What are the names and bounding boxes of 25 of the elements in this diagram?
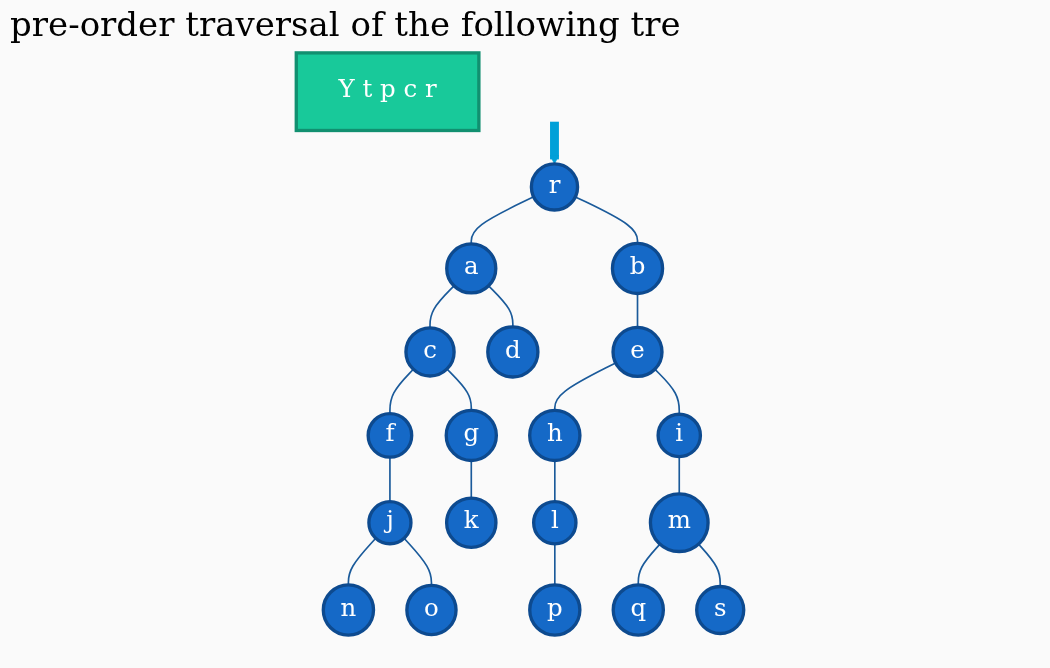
node-circle: n bbox=[321, 583, 376, 637]
connector bbox=[347, 537, 377, 586]
node-circle: j bbox=[367, 500, 413, 546]
node-box: Y t p c r bbox=[294, 51, 481, 133]
connector bbox=[553, 543, 556, 586]
node-circle: r bbox=[529, 162, 580, 212]
node-circle: b bbox=[610, 241, 665, 296]
node-circle: f bbox=[366, 412, 414, 459]
node-circle: h bbox=[528, 408, 582, 463]
node-circle: q bbox=[611, 583, 665, 637]
node-circle: o bbox=[405, 583, 458, 637]
node-circle: g bbox=[444, 408, 498, 463]
node-circle: m bbox=[648, 492, 710, 554]
connector bbox=[470, 196, 535, 245]
node-circle: a bbox=[445, 242, 498, 295]
node-circle: i bbox=[656, 412, 703, 459]
node-circle: p bbox=[528, 583, 582, 637]
connector bbox=[637, 543, 661, 586]
node-circle: e bbox=[611, 325, 664, 379]
slide-title: pre-order traversal of the following tre bbox=[10, 4, 681, 44]
node-circle: s bbox=[695, 584, 746, 636]
node-circle: c bbox=[404, 326, 456, 378]
node-circle: k bbox=[444, 496, 498, 550]
node-circle: d bbox=[486, 325, 540, 379]
node-circle: l bbox=[532, 499, 578, 546]
